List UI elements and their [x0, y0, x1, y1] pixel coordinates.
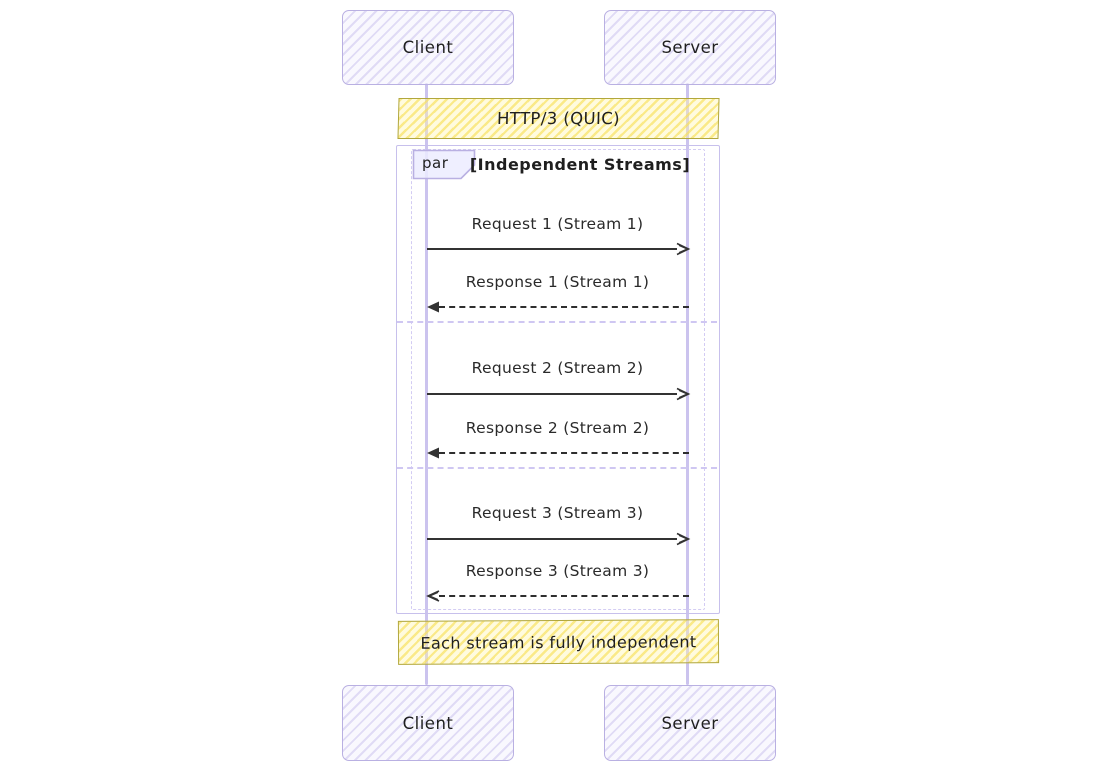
arrow-line — [439, 306, 689, 308]
response-arrow-3 — [426, 589, 689, 603]
request-arrow-2 — [427, 387, 691, 401]
arrow-line — [427, 393, 677, 395]
message-label-request-3: Request 3 (Stream 3) — [471, 504, 644, 522]
note-protocol: HTTP/3 (QUIC) — [397, 98, 720, 139]
lifeline-server — [686, 83, 689, 685]
par-divider-2 — [397, 467, 717, 469]
response-arrow-1 — [427, 300, 689, 314]
par-divider-1 — [397, 321, 717, 323]
arrow-line — [439, 595, 689, 597]
actor-box-server-top: Server — [604, 10, 776, 85]
arrowhead-right-icon — [676, 242, 691, 256]
message-label-response-2: Response 2 (Stream 2) — [465, 419, 650, 437]
par-frame-inner — [411, 149, 705, 610]
note-footer: Each stream is fully independent — [397, 619, 720, 665]
actor-label-server-bottom: Server — [661, 713, 719, 733]
arrowhead-left-icon — [427, 301, 439, 313]
par-frame-outer — [396, 145, 720, 614]
par-tab-shape — [412, 149, 476, 180]
actor-box-client-top: Client — [342, 10, 514, 85]
par-title: [Independent Streams] — [469, 155, 691, 174]
actor-box-client-bottom: Client — [342, 685, 514, 761]
message-label-request-2: Request 2 (Stream 2) — [471, 359, 644, 377]
arrowhead-left-icon — [427, 447, 439, 459]
arrowhead-right-icon — [676, 387, 691, 401]
arrow-line — [439, 452, 689, 454]
note-footer-label: Each stream is fully independent — [420, 631, 697, 653]
actor-label-client-top: Client — [402, 38, 454, 57]
lifeline-client — [425, 83, 428, 685]
arrowhead-right-icon — [676, 532, 691, 546]
arrow-line — [427, 538, 677, 540]
par-tab: par — [412, 149, 476, 180]
message-label-request-1: Request 1 (Stream 1) — [471, 215, 644, 233]
actor-label-server-top: Server — [661, 38, 719, 57]
message-label-response-1: Response 1 (Stream 1) — [465, 273, 650, 291]
request-arrow-3 — [427, 532, 691, 546]
arrowhead-left-icon — [426, 590, 440, 602]
par-label: par — [422, 154, 449, 172]
response-arrow-2 — [427, 446, 689, 460]
arrow-line — [427, 248, 677, 250]
note-protocol-label: HTTP/3 (QUIC) — [496, 109, 621, 128]
message-label-response-3: Response 3 (Stream 3) — [465, 562, 650, 580]
actor-box-server-bottom: Server — [604, 685, 776, 761]
actor-label-client-bottom: Client — [402, 713, 454, 733]
request-arrow-1 — [427, 242, 691, 256]
